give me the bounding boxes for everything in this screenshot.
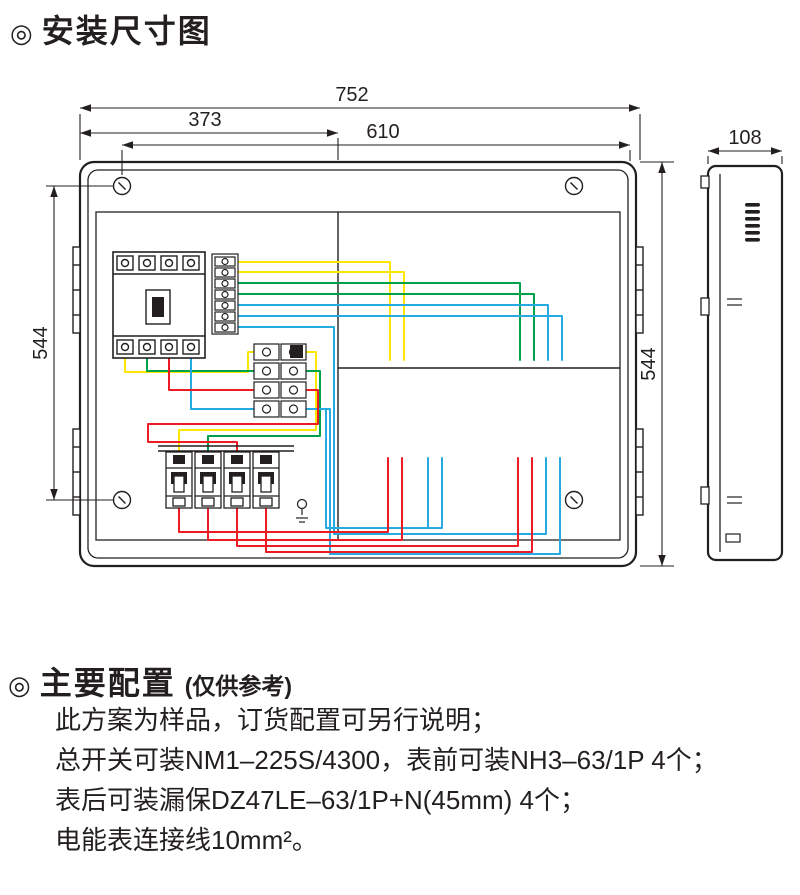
- config-line: 表后可装漏保DZ47LE–63/1P+N(45mm) 4个；: [55, 785, 586, 815]
- mounting-hole: [564, 176, 584, 196]
- dimension-hole-span-width: 610: [121, 121, 631, 175]
- strip-terminal: [214, 278, 236, 289]
- wires-blue: [190, 304, 563, 555]
- breaker-terminal: [116, 339, 134, 355]
- config-subtitle: (仅供参考): [184, 673, 293, 699]
- wiring-block-cell: [280, 381, 307, 399]
- breaker-terminal: [116, 255, 134, 271]
- wire: [237, 315, 563, 361]
- wire: [237, 326, 547, 535]
- strip-terminal: [214, 322, 236, 333]
- dim-label-544-right: 544: [638, 347, 660, 380]
- config-line: 总开关可装NM1–225S/4300，表前可装NH3–63/1P 4个；: [55, 745, 718, 775]
- wire: [237, 293, 535, 361]
- double-circle-bullet-icon: ◎: [8, 670, 31, 700]
- double-circle-bullet-icon: ◎: [10, 18, 33, 48]
- meter-wiring-blocks: [253, 343, 307, 418]
- pre-meter-terminal-strip: [211, 253, 239, 335]
- installation-dimension-drawing: 752 373 610 108: [30, 84, 784, 568]
- enclosure-front-view: [72, 160, 644, 568]
- wire: [168, 353, 255, 391]
- side-clip: [700, 486, 710, 505]
- dim-label-108: 108: [728, 127, 761, 149]
- dim-label-544-left: 544: [30, 326, 52, 359]
- branch-breaker: [252, 451, 280, 509]
- side-clip: [700, 297, 710, 316]
- wire: [236, 457, 519, 547]
- wire: [207, 457, 403, 541]
- wiring-block-cell: [280, 400, 307, 418]
- config-title: 主要配置: [39, 665, 176, 701]
- wire: [237, 261, 391, 361]
- vent-slots: [745, 203, 760, 242]
- edge-rail: [635, 246, 644, 334]
- wire: [147, 389, 319, 453]
- wiring-block-cell: [253, 362, 280, 380]
- wiring-block-cell: [253, 343, 280, 361]
- wire: [237, 304, 549, 361]
- branch-breaker: [165, 451, 193, 509]
- strip-terminal: [214, 300, 236, 311]
- wires-green: [146, 282, 535, 453]
- side-clip: [700, 175, 710, 189]
- wire: [237, 271, 405, 361]
- dim-label-752: 752: [335, 84, 368, 106]
- enclosure-inner: [87, 169, 629, 559]
- dim-label-373: 373: [188, 109, 221, 131]
- config-line: 此方案为样品，订货配置可另行说明；: [55, 705, 498, 735]
- config-line: 电能表连接线10mm²。: [55, 825, 318, 855]
- drawing-linework: 752 373 610 108: [30, 84, 784, 568]
- strip-terminal: [214, 256, 236, 267]
- wiring-block-cell: [253, 381, 280, 399]
- branch-breaker: [223, 451, 251, 509]
- wires-red: [147, 353, 533, 553]
- breaker-terminal: [138, 255, 156, 271]
- wire: [178, 457, 389, 533]
- dimension-hole-span-height: 544: [30, 185, 113, 501]
- dimension-overall-width: 752: [79, 84, 641, 160]
- enclosure-side-view: [700, 164, 784, 562]
- section-title-config: ◎ 主要配置 (仅供参考): [8, 658, 292, 704]
- edge-rail: [72, 428, 81, 516]
- mounting-hole: [112, 490, 132, 510]
- dimension-depth: 108: [707, 127, 783, 164]
- side-details: [725, 298, 742, 543]
- dimension-left-section-width: 373: [80, 109, 339, 160]
- wiring-block-cell: [253, 400, 280, 418]
- breaker-terminal: [160, 339, 178, 355]
- wire: [265, 457, 533, 553]
- branch-breaker: [194, 451, 222, 509]
- strip-terminal: [214, 289, 236, 300]
- wire: [237, 282, 521, 361]
- breaker-terminal: [182, 339, 200, 355]
- edge-rail: [72, 246, 81, 334]
- wiring-block-cover: [290, 345, 303, 358]
- config-text: 此方案为样品，订货配置可另行说明； 总开关可装NM1–225S/4300，表前可…: [55, 700, 718, 860]
- wire: [305, 408, 561, 555]
- ground-indicator-symbol: [296, 498, 308, 523]
- edge-rail: [635, 428, 644, 516]
- dimension-overall-height: 544: [638, 161, 674, 567]
- strip-terminal: [214, 267, 236, 278]
- section-title-installation: ◎ 安装尺寸图: [10, 6, 212, 52]
- wire: [190, 353, 255, 410]
- side-outline: [706, 164, 784, 562]
- mounting-hole: [564, 490, 584, 510]
- branch-breaker-row: [158, 445, 294, 509]
- wiring-block-cell: [280, 362, 307, 380]
- main-breaker: [112, 251, 206, 359]
- installation-title: 安装尺寸图: [41, 13, 212, 49]
- wire: [146, 353, 255, 372]
- breaker-terminal: [160, 255, 178, 271]
- wire: [178, 351, 317, 453]
- enclosure-outer: [78, 160, 638, 568]
- breaker-terminal: [138, 339, 156, 355]
- breaker-toggle: [152, 297, 164, 317]
- strip-terminal: [214, 311, 236, 322]
- dimensions-group: 752 373 610 108: [30, 84, 783, 567]
- breaker-terminal: [182, 255, 200, 271]
- dim-label-610: 610: [366, 121, 399, 143]
- mounting-hole: [112, 176, 132, 196]
